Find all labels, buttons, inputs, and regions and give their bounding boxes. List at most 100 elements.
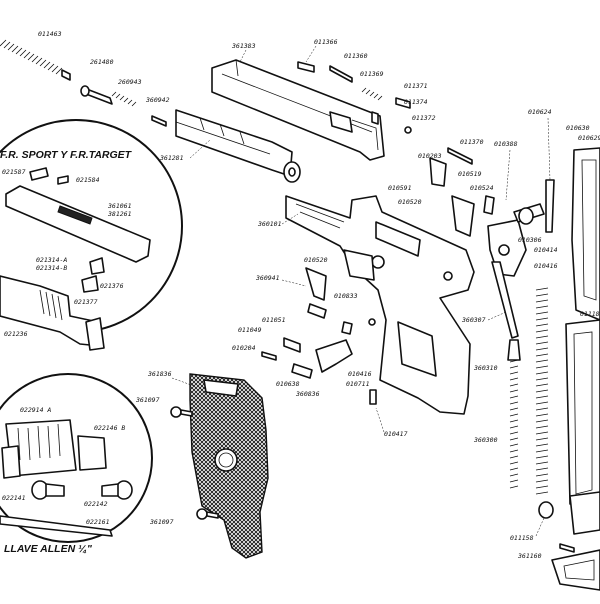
label-361281: 361281 [159, 154, 184, 162]
guide-spring [111, 91, 137, 107]
label-010591: 010591 [388, 184, 412, 192]
trigger-lever [305, 267, 327, 301]
label-360310: 360310 [473, 364, 498, 372]
recoil-guide [80, 85, 113, 105]
recoil-spring [0, 39, 71, 81]
label-011463: 011463 [38, 30, 62, 38]
label-021377: 021377 [74, 298, 98, 306]
label-010520a: 010520 [398, 198, 422, 206]
label-011158: 011158 [510, 534, 534, 542]
label-010624: 010624 [528, 108, 552, 116]
inset-tools: 022914 A 022146 B 022141 022142 022161 L… [0, 373, 153, 555]
label-010833: 010833 [334, 292, 358, 300]
magazine-base [551, 549, 600, 591]
trigger-link [291, 363, 313, 379]
label-361061b: 381261 [107, 210, 132, 218]
inset-target-title: F.R. SPORT Y F.R.TARGET [0, 149, 133, 161]
label-011051: 011051 [262, 316, 286, 324]
label-261480: 261480 [90, 58, 114, 66]
grip-panel [189, 373, 269, 559]
label-010519: 010519 [458, 170, 482, 178]
allen-key [0, 515, 113, 537]
inset-sight-b [81, 275, 99, 293]
safety-lever [307, 303, 327, 319]
label-361061a: 361061 [107, 202, 132, 210]
label-010204: 010204 [232, 344, 256, 352]
firing-pin [329, 65, 353, 83]
label-021584: 021584 [76, 176, 100, 184]
label-021314a: 021314-A [36, 256, 67, 264]
small-spring-part [483, 195, 495, 215]
label-021376: 021376 [100, 282, 124, 290]
grip-screw-top [170, 406, 193, 418]
inset-target: F.R. SPORT Y F.R.TARGET 021587 021584 36… [0, 119, 183, 351]
label-021236: 021236 [4, 330, 28, 338]
inset-tools-caption: LLAVE ALLEN ¼" [4, 543, 93, 555]
label-011366: 011366 [314, 38, 338, 46]
label-022406: 022146 B [94, 424, 125, 432]
label-360942: 360942 [145, 96, 170, 104]
label-011374: 011374 [404, 98, 428, 106]
disconnector [283, 337, 301, 353]
slide-stop [429, 157, 447, 187]
label-021587: 021587 [2, 168, 26, 176]
label-361836: 361836 [147, 370, 172, 378]
label-011370: 011370 [460, 138, 484, 146]
inset-small-part-a [29, 167, 49, 181]
barrel [175, 109, 301, 183]
small-pin-top [404, 126, 412, 134]
firing-pin-spring [361, 87, 383, 101]
label-010630: 010630 [566, 124, 590, 132]
label-361097a: 361097 [135, 396, 160, 404]
mainspring-housing [571, 147, 600, 321]
label-022404: 022914 A [20, 406, 51, 414]
label-010524: 010524 [470, 184, 494, 192]
label-361383: 361383 [231, 42, 256, 50]
label-022161: 022161 [86, 518, 110, 526]
label-011049: 011049 [238, 326, 262, 334]
label-010388: 010388 [494, 140, 518, 148]
pin-c [369, 389, 377, 405]
inset-small-part-b [57, 175, 69, 185]
mainspring-plunger [507, 339, 521, 489]
label-360300: 360300 [473, 436, 498, 444]
frame [285, 195, 475, 415]
slide [211, 59, 385, 161]
label-010417: 010417 [384, 430, 408, 438]
inset-sight [89, 257, 105, 275]
magazine-catch-pin [559, 543, 575, 553]
label-010416b: 010416 [348, 370, 372, 378]
sight-tool-block [1, 419, 107, 479]
screw-tool-right [101, 480, 133, 500]
label-360836: 360836 [295, 390, 320, 398]
label-011369: 011369 [360, 70, 384, 78]
label-010711: 010711 [346, 380, 370, 388]
extractor-part [395, 97, 411, 109]
label-011372: 011372 [412, 114, 436, 122]
label-022411: 022141 [2, 494, 26, 502]
trigger-bar [491, 261, 519, 339]
label-360101: 360101 [257, 220, 282, 228]
extractor-pin [371, 111, 379, 125]
rear-sight-part [297, 61, 315, 73]
label-361160: 361160 [517, 552, 542, 560]
sear-part [451, 195, 475, 237]
label-010638: 010638 [276, 380, 300, 388]
magazine [565, 319, 600, 535]
screw-tool-left [31, 480, 65, 500]
label-010629: 010629 [578, 134, 600, 142]
long-pin-top [447, 147, 473, 165]
pin-a [341, 321, 353, 335]
label-360941: 360941 [255, 274, 280, 282]
spring-cap [538, 501, 554, 519]
label-010520b: 010520 [304, 256, 328, 264]
label-022412: 022142 [84, 500, 108, 508]
label-010203: 010203 [418, 152, 442, 160]
label-260943: 260943 [118, 78, 142, 86]
strut-pin [545, 179, 555, 233]
inset-slide [5, 185, 151, 263]
label-361186: 011186 [580, 310, 600, 318]
mainspring [535, 287, 549, 495]
